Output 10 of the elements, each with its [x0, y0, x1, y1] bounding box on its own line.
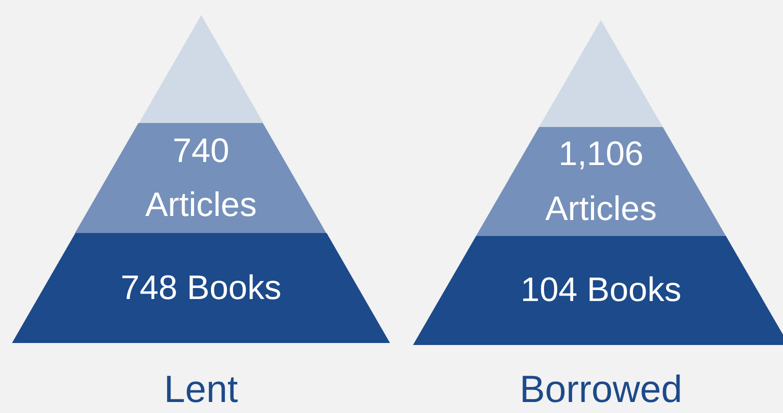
pyramid-tier — [476, 127, 726, 236]
pyramid-tier — [12, 233, 390, 343]
tier-label: 104 Books — [520, 270, 682, 312]
pyramid-caption: Borrowed — [518, 368, 684, 412]
pyramid-tier — [75, 123, 327, 233]
pyramid-tier — [413, 236, 783, 345]
tier-label: 1,106 Articles — [544, 134, 658, 230]
tier-label: 740 Articles — [144, 130, 258, 226]
tier-label: 748 Books — [120, 268, 282, 309]
pyramid-caption: Lent — [163, 368, 239, 412]
